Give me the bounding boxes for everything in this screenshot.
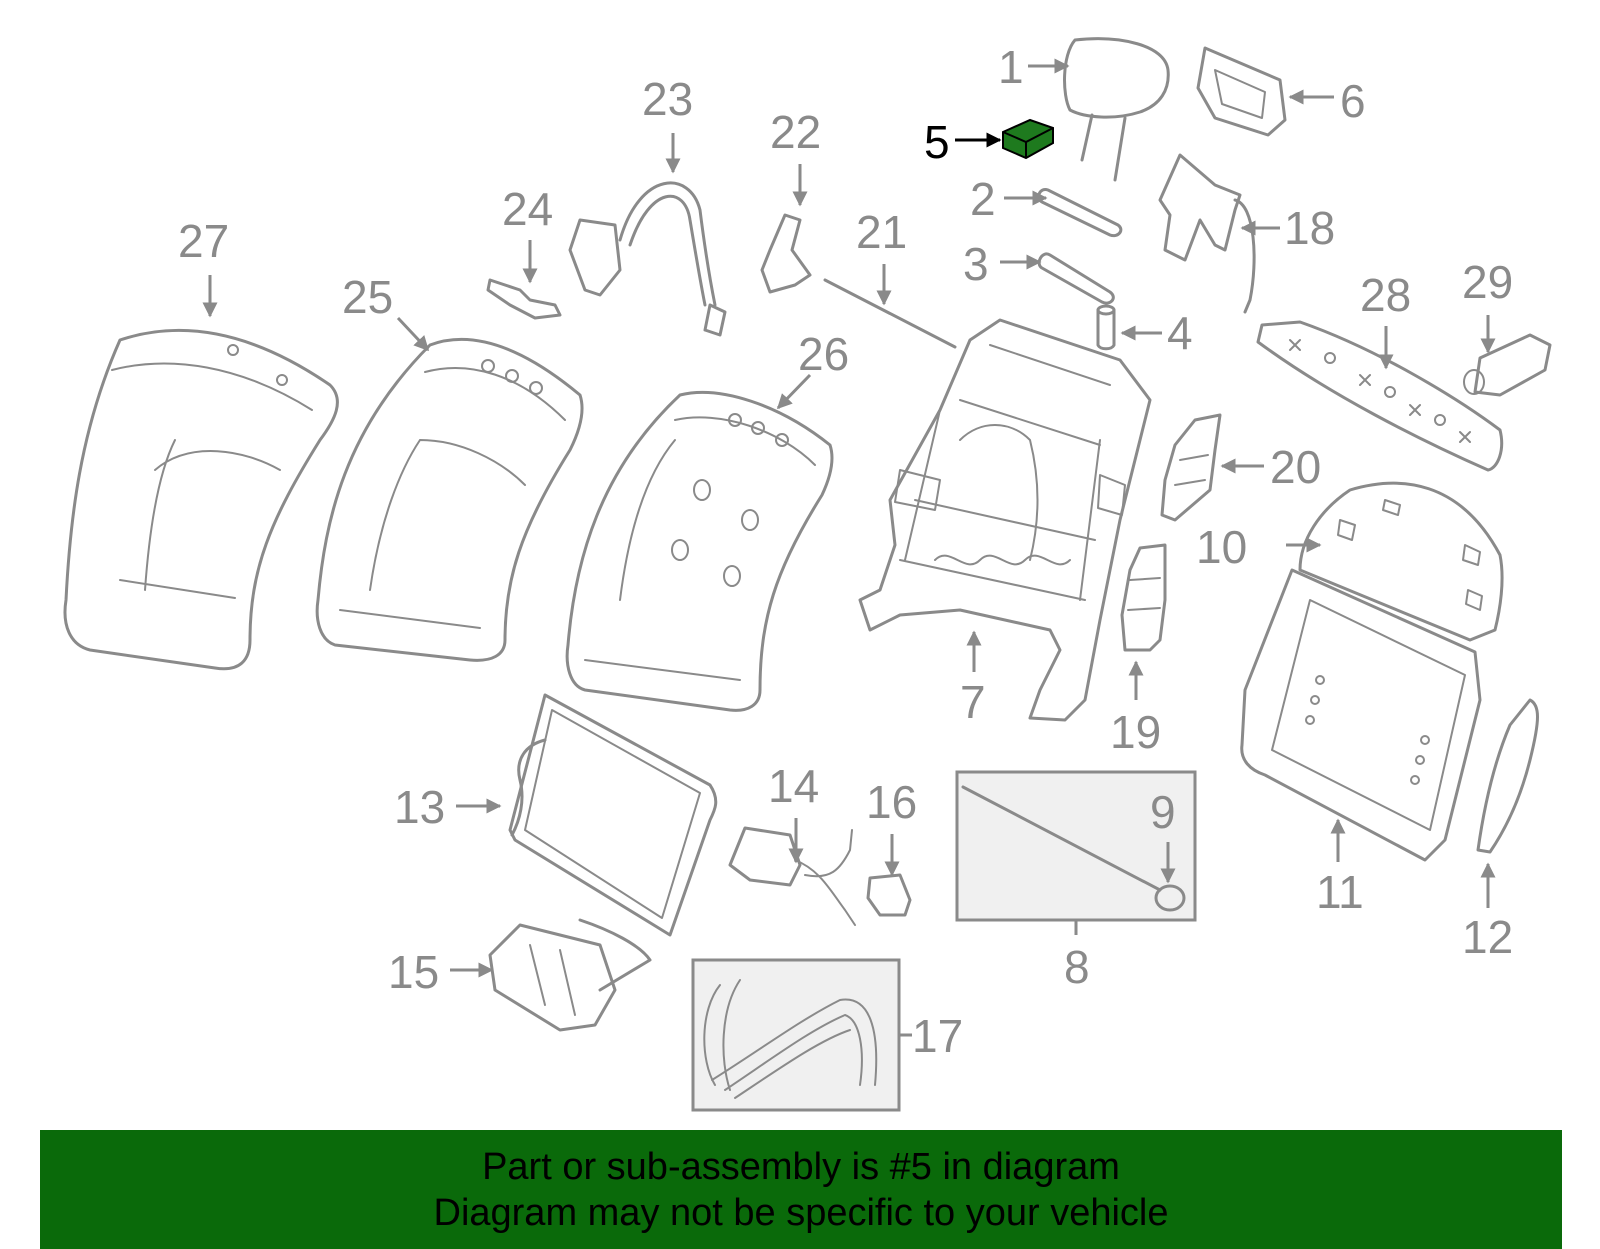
part-4-bushing (1096, 304, 1116, 351)
callout-28: 28 (1360, 269, 1411, 321)
callout-5: 5 (924, 116, 950, 168)
part-13-lumbar-frame (508, 693, 718, 937)
part-17-wire-kit-box (691, 958, 901, 1112)
part-24-sensor (486, 278, 562, 320)
callout-4: 4 (1167, 307, 1193, 359)
callout-3: 3 (963, 238, 989, 290)
callout-19: 19 (1110, 706, 1161, 758)
callout-1: 1 (998, 41, 1024, 93)
part-16-sensor (866, 873, 912, 917)
callout-12: 12 (1462, 911, 1513, 963)
callout-6: 6 (1340, 75, 1366, 127)
part-26-seat-back-trim-panel (565, 390, 834, 712)
callout-27: 27 (178, 215, 229, 267)
part-19-motor (1120, 543, 1167, 652)
callout-15: 15 (388, 946, 439, 998)
callout-24: 24 (502, 183, 553, 235)
part-29-switch (1463, 333, 1552, 397)
part-2-guide (1037, 188, 1123, 238)
callout-29: 29 (1462, 256, 1513, 308)
part-5-highlighted (1002, 118, 1054, 160)
callout-17: 17 (912, 1010, 963, 1062)
part-23-lumbar-pump (568, 181, 727, 337)
callout-14: 14 (768, 760, 819, 812)
part-1-headrest (1063, 37, 1170, 182)
callout-23: 23 (642, 73, 693, 125)
callout-8: 8 (1064, 941, 1090, 993)
part-6-headrest-cover (1196, 46, 1287, 137)
part-12-side-trim (1476, 698, 1539, 854)
callout-25: 25 (342, 271, 393, 323)
part-3-guide (1037, 252, 1115, 305)
callout-9: 9 (1150, 786, 1176, 838)
callout-16: 16 (866, 776, 917, 828)
part-8-kit-box (955, 770, 1197, 922)
callout-26: 26 (798, 328, 849, 380)
callout-10: 10 (1196, 521, 1247, 573)
callout-20: 20 (1270, 441, 1321, 493)
notice-line-1: Part or sub-assembly is #5 in diagram (482, 1146, 1120, 1188)
callout-18: 18 (1284, 202, 1335, 254)
notice-line-2: Diagram may not be specific to your vehi… (433, 1192, 1169, 1234)
notice-banner: Part or sub-assembly is #5 in diagram Di… (40, 1130, 1562, 1249)
callout-13: 13 (394, 781, 445, 833)
part-11-back-panel (1240, 568, 1482, 862)
part-15-airbag (488, 918, 652, 1032)
callout-2: 2 (970, 173, 996, 225)
callout-11: 11 (1316, 866, 1364, 918)
part-7-seat-back-frame (858, 318, 1152, 722)
part-25-seat-back-trim (315, 338, 584, 662)
callout-7: 7 (960, 676, 986, 728)
callout-22: 22 (770, 106, 821, 158)
part-27-seat-back-cover (63, 328, 339, 671)
part-20-motor (1160, 413, 1222, 522)
part-22-clip (760, 213, 812, 294)
part-18-headrest-guide (1158, 153, 1256, 314)
callout-21: 21 (856, 206, 907, 258)
part-10-back-panel (1298, 481, 1504, 642)
part-14-module (728, 826, 856, 926)
